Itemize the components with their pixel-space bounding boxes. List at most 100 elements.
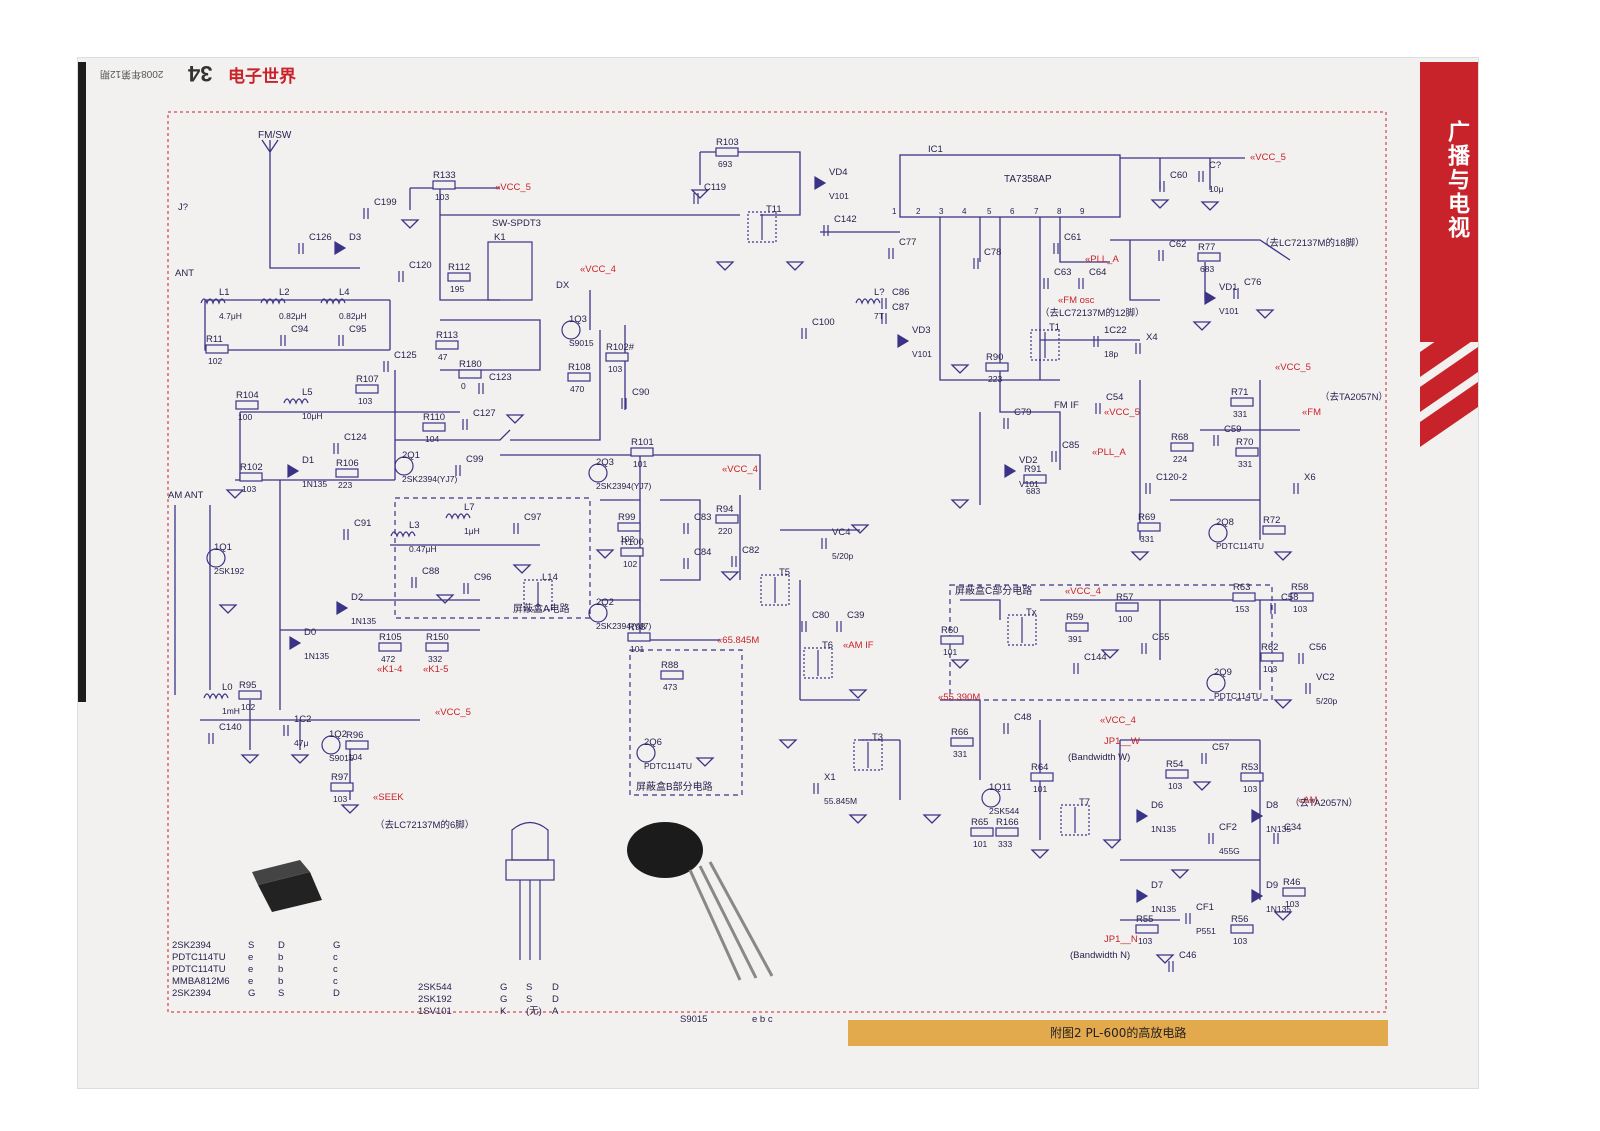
ref-r95: R95 [239, 680, 256, 691]
component-1q3 [561, 320, 581, 340]
val-d7: 1N135 [1151, 904, 1176, 914]
val-r63: 153 [1235, 604, 1249, 614]
ref-r56: R56 [1231, 914, 1248, 925]
ref-r113: R113 [436, 330, 458, 341]
magazine-title: 电子世界 [228, 67, 296, 87]
ref-l7: L7 [464, 502, 475, 513]
ref-r104: R104 [236, 390, 259, 401]
smd-pin1: G [248, 988, 255, 999]
component-c144 [1073, 663, 1079, 674]
ref-c59: C59 [1224, 424, 1241, 435]
component-r58 [1290, 592, 1314, 602]
to92-pin: S [526, 982, 532, 993]
signal-vcc-4-rail: «VCC_4 [1065, 586, 1101, 597]
val-r60: 101 [943, 647, 957, 657]
ref-c58: C58 [1281, 592, 1298, 603]
signal-am-if: «AM IF [843, 640, 874, 651]
component-l5 [283, 398, 309, 405]
ref-t6: T6 [822, 640, 833, 651]
val-r55: 103 [1138, 936, 1152, 946]
ground-symbol [1273, 551, 1293, 561]
component-r97 [330, 782, 354, 792]
val-1c2: 47μ [294, 738, 308, 748]
ground-symbol [850, 524, 870, 534]
ref-r99: R99 [618, 512, 635, 523]
ref-c83: C83 [694, 512, 711, 523]
smd-pin1: e [248, 976, 253, 987]
component-r69 [1137, 522, 1161, 532]
figure-caption-bar [848, 1020, 1388, 1046]
component-c123 [478, 383, 484, 394]
component-r56 [1230, 924, 1254, 934]
switch-label: SW-SPDT3 [492, 218, 541, 229]
ref-c144: C144 [1084, 652, 1107, 663]
ref-c125: C125 [394, 350, 417, 361]
val-r150: 332 [428, 654, 442, 664]
val-l7: 1μH [464, 526, 480, 536]
component-c126 [298, 243, 304, 254]
ref-c57: C57 [1212, 742, 1229, 753]
ic1-pin-9: 9 [1080, 207, 1085, 216]
ref-2q8: 2Q8 [1216, 517, 1234, 528]
ic1-pin-2: 2 [916, 207, 921, 216]
to92-package-drawing [505, 821, 555, 960]
val-d0: 1N135 [304, 651, 329, 661]
ground-symbol [1155, 954, 1175, 964]
ref-1c2: 1C2 [294, 714, 311, 725]
component-l4 [320, 298, 346, 305]
ground-symbol [225, 489, 245, 499]
component-tx [1007, 614, 1037, 646]
val-r103: 693 [718, 159, 732, 169]
component-r133 [432, 180, 456, 190]
component-c100 [801, 328, 807, 339]
component-vd3 [897, 333, 910, 349]
signal-pll-a-rail: «PLL_A [1092, 447, 1126, 458]
ref-t3: T3 [872, 732, 883, 743]
smd-part-name: PDTC114TU [172, 952, 226, 963]
smd-pin1: e [248, 964, 253, 975]
component-r65 [970, 827, 994, 837]
ref-l2: L2 [279, 287, 290, 298]
smd-part-name: MMBA812M6 [172, 976, 230, 987]
component-l- [855, 298, 881, 305]
val-d1: 1N135 [302, 479, 327, 489]
component-d7 [1136, 888, 1149, 904]
component-c125 [383, 361, 389, 372]
signal-labels: «VCC_5«VCC_4«PLL_A«FM osc«AM IF«AM«FM«SE… [373, 152, 1321, 806]
bandwidth-w-label: (Bandwidth W) [1068, 752, 1130, 763]
ref-r101: R101 [631, 437, 654, 448]
ref-r66: R66 [951, 727, 968, 738]
component-2q2 [588, 603, 608, 623]
ref-c34: C34 [1284, 822, 1301, 833]
component-l7 [445, 513, 471, 520]
component-c142 [823, 225, 829, 236]
ground-symbol [400, 219, 420, 229]
smd-part-name: 2SK2394 [172, 988, 211, 999]
to92-part-name: 2SK192 [418, 994, 452, 1005]
val-2q9: PDTC114TU [1214, 691, 1262, 701]
component-c80 [801, 621, 807, 632]
val-vc2: 5/20p [1316, 696, 1338, 706]
ref-d2: D2 [351, 592, 363, 603]
signal-55-390m: «55.390M [938, 692, 980, 703]
ref-d9: D9 [1266, 880, 1278, 891]
component-c39 [836, 621, 842, 632]
ref-c87: C87 [892, 302, 909, 313]
val-1q11: 2SK544 [989, 806, 1020, 816]
ic1-pin-1: 1 [892, 207, 897, 216]
val-r102: 103 [242, 484, 256, 494]
ref-r59: R59 [1066, 612, 1083, 623]
ground-symbol [505, 414, 525, 424]
ref-r57: R57 [1116, 592, 1133, 603]
val-r65: 101 [973, 839, 987, 849]
ref-c84: C84 [694, 547, 711, 558]
val-r99: 102 [620, 534, 634, 544]
ground-symbol [218, 604, 238, 614]
component-c119 [693, 193, 699, 204]
ref-c88: C88 [422, 566, 439, 577]
component-c46 [1168, 961, 1174, 972]
ground-symbol [715, 261, 735, 271]
shield-b-label: 屏蔽盒B部分电路 [636, 780, 713, 793]
bandwidth-n-label: (Bandwidth N) [1070, 950, 1130, 961]
